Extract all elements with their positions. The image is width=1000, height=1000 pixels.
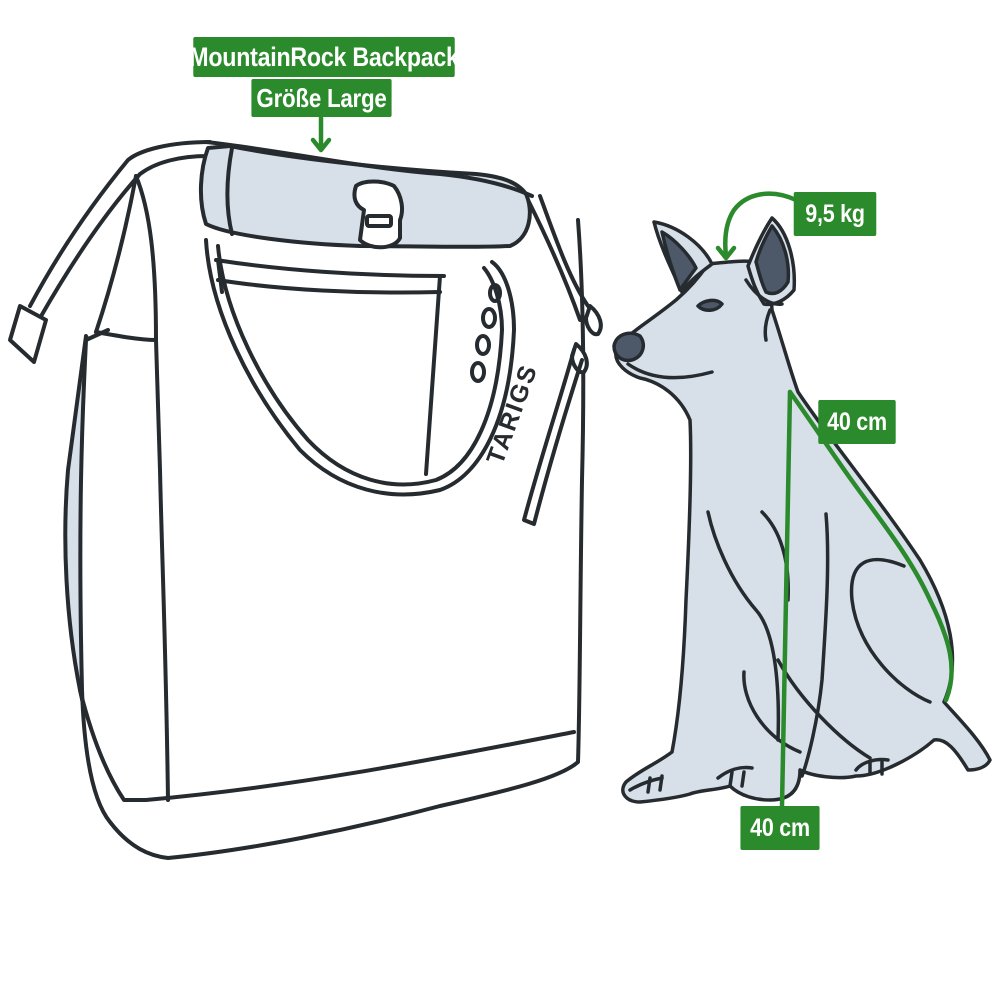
dog-weight-label: 9,5 kg — [793, 192, 877, 236]
dog-height-label: 40 cm — [740, 806, 820, 850]
handle-holes — [470, 283, 502, 383]
dog-nose — [612, 331, 646, 363]
zipper-pull — [584, 304, 603, 337]
strap-buckle — [8, 304, 48, 364]
height-measure-line — [779, 389, 793, 809]
dog-eye — [696, 298, 724, 312]
shoulder-strap — [28, 140, 212, 308]
dog-back-length-label: 40 cm — [818, 400, 896, 444]
curved-arrow-icon — [723, 191, 799, 259]
backpack-drawing: TARIGS — [8, 140, 603, 860]
product-title-label: MountainRock Backpack — [189, 37, 459, 77]
product-size-label: Größe Large — [251, 79, 392, 117]
dog-body — [614, 259, 992, 804]
dog-drawing — [612, 216, 992, 804]
